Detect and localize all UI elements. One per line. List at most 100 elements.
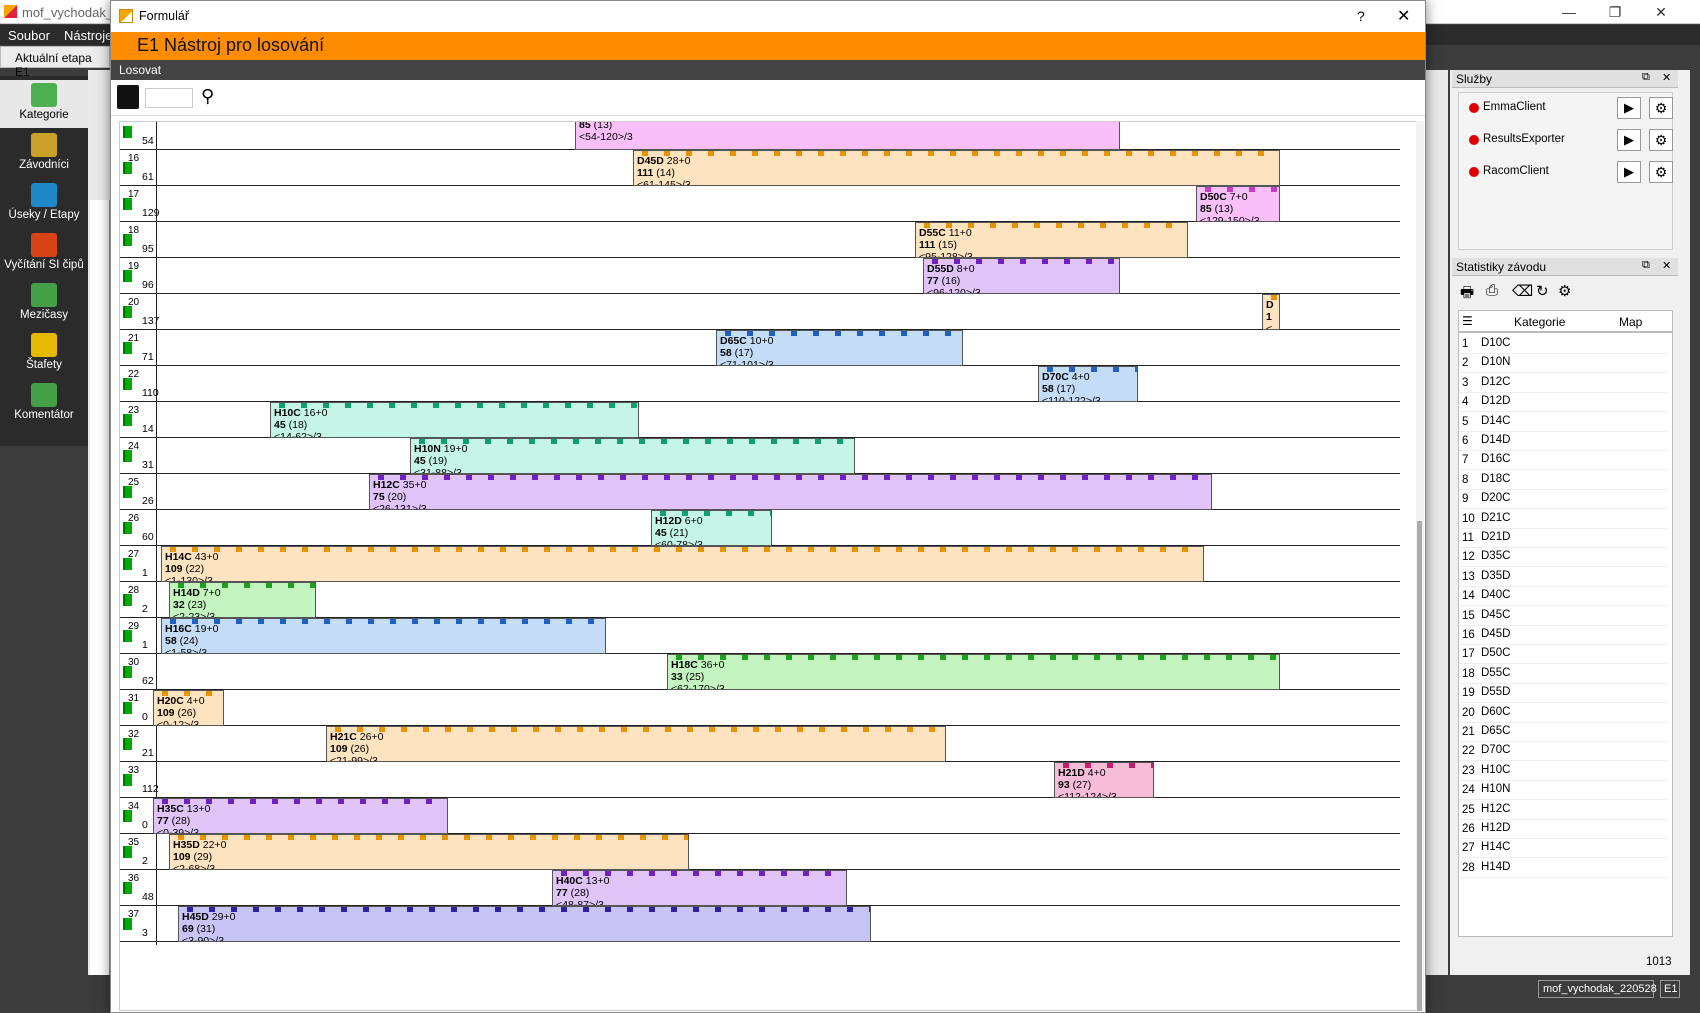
menu-icon[interactable]: ☰ <box>1462 314 1473 328</box>
flag-icon[interactable] <box>123 486 132 498</box>
flag-icon[interactable] <box>123 918 132 930</box>
flag-icon[interactable] <box>123 630 132 642</box>
refresh-icon[interactable]: ↻ <box>1536 283 1549 300</box>
clear-icon[interactable]: ⌫ <box>1512 283 1534 300</box>
column-kategorie[interactable]: Kategorie <box>1514 315 1566 329</box>
settings-button[interactable]: ⚙ <box>1649 129 1673 151</box>
flag-icon[interactable] <box>123 522 132 534</box>
flag-icon[interactable] <box>123 270 132 282</box>
flag-icon[interactable] <box>123 594 132 606</box>
scrollbar-thumb[interactable] <box>1417 521 1422 1011</box>
category-bar[interactable]: D 1 < <box>1262 294 1280 330</box>
flag-icon[interactable] <box>123 378 132 390</box>
menu-losovat[interactable]: Losovat <box>119 63 162 77</box>
nav-kategorie[interactable]: Kategorie <box>0 80 88 128</box>
draw-input[interactable] <box>145 88 193 108</box>
float-icon[interactable]: ⧉ <box>1642 259 1650 271</box>
vertical-scrollbar[interactable] <box>1416 121 1424 1011</box>
print-preview-icon[interactable]: 🖶 <box>1460 284 1475 301</box>
nav-stafety[interactable]: Štafety <box>0 330 88 378</box>
main-close-button[interactable]: ✕ <box>1655 4 1667 20</box>
column-map[interactable]: Map <box>1619 315 1643 329</box>
flag-icon[interactable] <box>123 774 132 786</box>
flag-icon[interactable] <box>123 558 132 570</box>
save-icon[interactable] <box>117 85 139 109</box>
flag-icon[interactable] <box>123 414 132 426</box>
close-icon[interactable]: ✕ <box>1662 72 1672 84</box>
flag-icon[interactable] <box>123 702 132 714</box>
flag-icon[interactable] <box>123 342 132 354</box>
flag-icon[interactable] <box>123 162 132 174</box>
settings-icon[interactable]: ⚙ <box>1558 283 1572 300</box>
float-icon[interactable]: ⧉ <box>1642 71 1650 83</box>
play-button[interactable]: ▶ <box>1617 97 1641 119</box>
menu-nastroje[interactable]: Nástroje <box>64 28 113 43</box>
minimize-button[interactable]: — <box>1562 4 1576 20</box>
dialog-close-button[interactable]: ✕ <box>1397 8 1411 25</box>
print-icon[interactable]: ⎙ <box>1486 282 1499 299</box>
flag-icon[interactable] <box>123 450 132 462</box>
nav-zavodnici[interactable]: Závodníci <box>0 130 88 178</box>
flag-icon[interactable] <box>123 738 132 750</box>
nav-mezicasy[interactable]: Mezičasy <box>0 280 88 328</box>
flag-icon[interactable] <box>123 810 132 822</box>
flag-icon[interactable] <box>123 846 132 858</box>
flag-icon[interactable] <box>123 198 132 210</box>
category-bar[interactable]: 85 (13)<54-120>/3 <box>575 122 1120 150</box>
maximize-button[interactable]: ❐ <box>1608 4 1622 20</box>
nav-useky[interactable]: Úseky / Etapy <box>0 180 88 228</box>
flag-icon[interactable] <box>123 126 132 138</box>
flag-icon[interactable] <box>123 882 132 894</box>
settings-button[interactable]: ⚙ <box>1649 97 1673 119</box>
help-button[interactable]: ? <box>1357 8 1365 24</box>
search-icon[interactable]: ⚲ <box>201 86 215 106</box>
nav-komentator[interactable]: Komentátor <box>0 380 88 428</box>
flag-icon[interactable] <box>123 666 132 678</box>
play-button[interactable]: ▶ <box>1617 161 1641 183</box>
